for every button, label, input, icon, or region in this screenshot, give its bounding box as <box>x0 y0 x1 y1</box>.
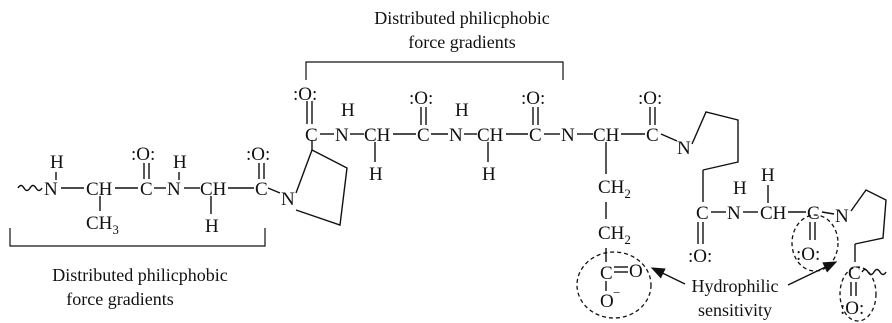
atom-n4: N <box>335 125 349 146</box>
proline-ring-3 <box>850 189 887 245</box>
atom-o-c9: :O: <box>840 298 864 319</box>
bottom-bracket <box>9 228 266 247</box>
atom-n2: N <box>167 179 181 200</box>
atom-c6: C <box>646 125 659 146</box>
atom-h-ch2: H <box>205 216 219 237</box>
atom-h-n8: H <box>733 178 747 199</box>
atom-ch2-b: CH2 <box>598 223 631 247</box>
atom-n3: N <box>281 189 295 210</box>
atom-ch-8: CH <box>760 203 787 224</box>
atom-o-c8: :O: <box>796 244 820 265</box>
atom-ch2-a: CH2 <box>598 177 631 201</box>
atom-ch-4: CH <box>364 125 391 146</box>
atom-n1: N <box>44 179 58 200</box>
atom-o-c6: :O: <box>638 88 662 109</box>
atom-o-carboxyl: O <box>629 261 643 282</box>
atom-o-c5: :O: <box>521 88 545 109</box>
hydrophilic-ellipse-2 <box>791 214 839 272</box>
atom-n9: N <box>835 206 849 227</box>
atom-c2: C <box>255 179 268 200</box>
atom-ch-6: CH <box>593 125 620 146</box>
bond-c6-n7 <box>660 133 678 142</box>
atom-h-ch8: H <box>761 165 775 186</box>
atom-ch-5: CH <box>477 125 504 146</box>
bond-c8-n9 <box>821 211 835 215</box>
arrow-to-carbonyl <box>787 261 838 286</box>
atom-c3: C <box>305 125 318 146</box>
atom-ch-1: CH <box>86 179 113 200</box>
atom-n7: N <box>677 138 691 159</box>
atom-c1: C <box>140 179 153 200</box>
atom-c5: C <box>529 125 542 146</box>
wavy-bond-right <box>861 268 887 276</box>
hydro-label-line2: sensitivity <box>698 300 772 320</box>
atom-o-c2: :O: <box>246 144 270 165</box>
atom-h-ch4: H <box>369 164 383 185</box>
atom-h-n2: H <box>173 152 187 173</box>
atom-o-c1: :O: <box>131 144 155 165</box>
bond-c2-n3 <box>267 187 281 194</box>
proline-ring-2 <box>691 111 739 171</box>
charge-minus: − <box>613 285 620 300</box>
atom-h-n1: H <box>50 152 64 173</box>
top-bracket <box>305 61 564 80</box>
atom-c8: C <box>807 203 820 224</box>
atom-c-carboxyl: C <box>600 263 613 284</box>
atom-c7: C <box>696 203 709 224</box>
atom-c9: C <box>848 263 861 284</box>
proline-ring-1 <box>295 149 348 226</box>
bottom-label-line1: Distributed philicphobic <box>52 265 227 285</box>
atom-o-c3: :O: <box>293 84 317 105</box>
atom-ch3: CH3 <box>86 213 119 237</box>
atom-h-n4: H <box>341 100 355 121</box>
wavy-bond-left <box>17 184 43 192</box>
atom-h-ch5: H <box>482 164 496 185</box>
atom-c4: C <box>417 125 430 146</box>
hydro-label-line1: Hydrophilic <box>692 276 779 296</box>
bottom-label-line2: force gradients <box>66 289 173 309</box>
atom-h-n5: H <box>455 100 469 121</box>
top-label-line2: force gradients <box>408 32 515 52</box>
hydrophilic-ellipse-1 <box>576 251 652 319</box>
atom-n6: N <box>561 125 575 146</box>
atom-o-minus: O <box>600 291 614 312</box>
atom-n5: N <box>449 125 463 146</box>
arrow-to-carboxylate <box>650 267 686 285</box>
top-label-line1: Distributed philicphobic <box>374 8 549 28</box>
hydrophilic-ellipse-3 <box>839 266 877 322</box>
atom-o-c4: :O: <box>409 88 433 109</box>
atom-o-c7: :O: <box>688 246 712 267</box>
atom-ch-2: CH <box>200 179 227 200</box>
atom-n8: N <box>727 203 741 224</box>
